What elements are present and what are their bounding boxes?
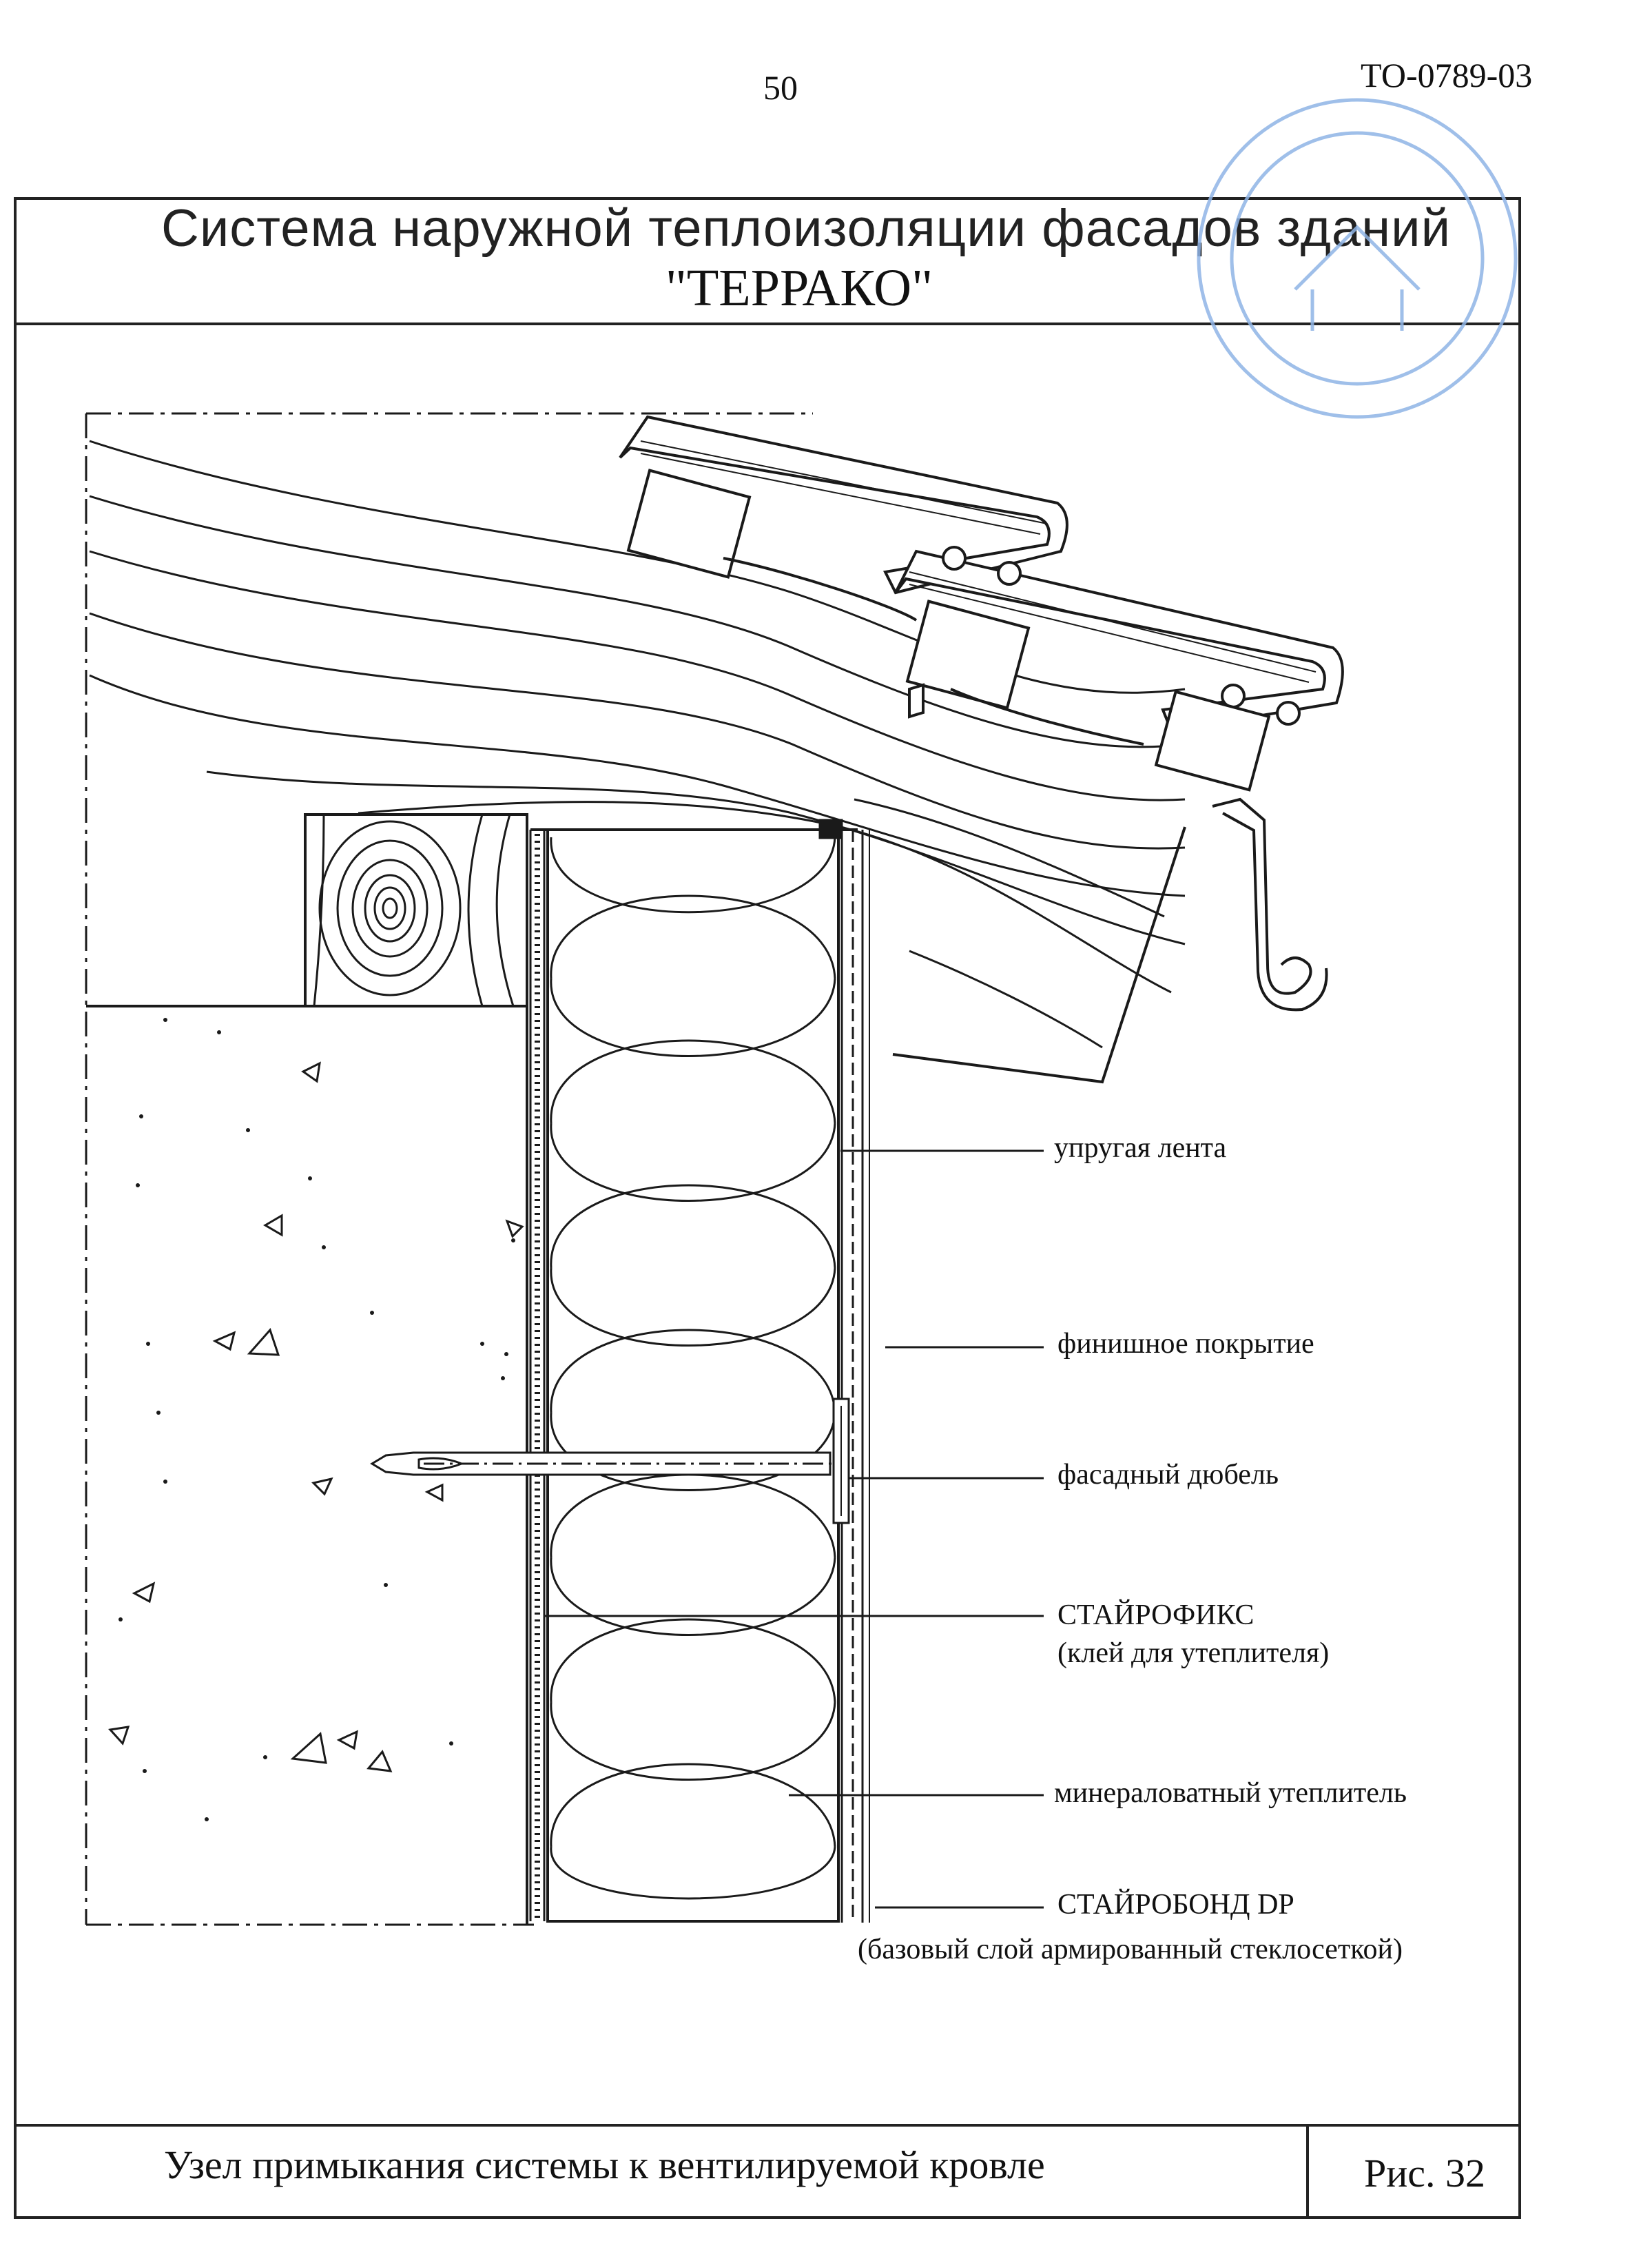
- render-layers: [530, 819, 870, 1923]
- figure-caption: Узел примыкания системы к вентилируемой …: [164, 2142, 1045, 2187]
- label-adhesive: СТАЙРОФИКС: [1057, 1599, 1255, 1631]
- certification-stamp: [1197, 98, 1518, 419]
- insulation-block: [546, 828, 840, 1923]
- gutter: [1212, 797, 1328, 1012]
- adhesive-layer: [529, 830, 546, 1921]
- label-base-layer: СТАЙРОБОНД DP: [1057, 1889, 1294, 1921]
- label-base-layer-note: (базовый слой армированный стеклосеткой): [858, 1934, 1403, 1965]
- rafter: [89, 440, 1186, 1084]
- label-tape: упругая лента: [1054, 1132, 1227, 1164]
- page-number: 50: [763, 68, 798, 107]
- roof-tiles: [619, 415, 1344, 792]
- timber-plate: [304, 813, 528, 1007]
- label-insulation: минераловатный утеплитель: [1054, 1777, 1407, 1809]
- facade-dowel: [370, 1398, 850, 1524]
- detail-boundary: [85, 412, 813, 1926]
- label-adhesive-note: (клей для утеплителя): [1057, 1637, 1330, 1669]
- drawing-frame: [14, 197, 1521, 2219]
- document-code: ТО-0789-03: [1361, 56, 1533, 94]
- footer-separator: [14, 2124, 1521, 2127]
- label-finish: финишное покрытие: [1057, 1328, 1314, 1360]
- label-dowel: фасадный дюбель: [1057, 1459, 1279, 1491]
- leader-lines: [544, 1149, 1044, 1909]
- footer-divider: [1306, 2124, 1309, 2219]
- title-line-2: "ТЕРРАКО": [665, 259, 933, 317]
- title-separator: [14, 323, 1521, 325]
- figure-number: Рис. 32: [1364, 2151, 1486, 2196]
